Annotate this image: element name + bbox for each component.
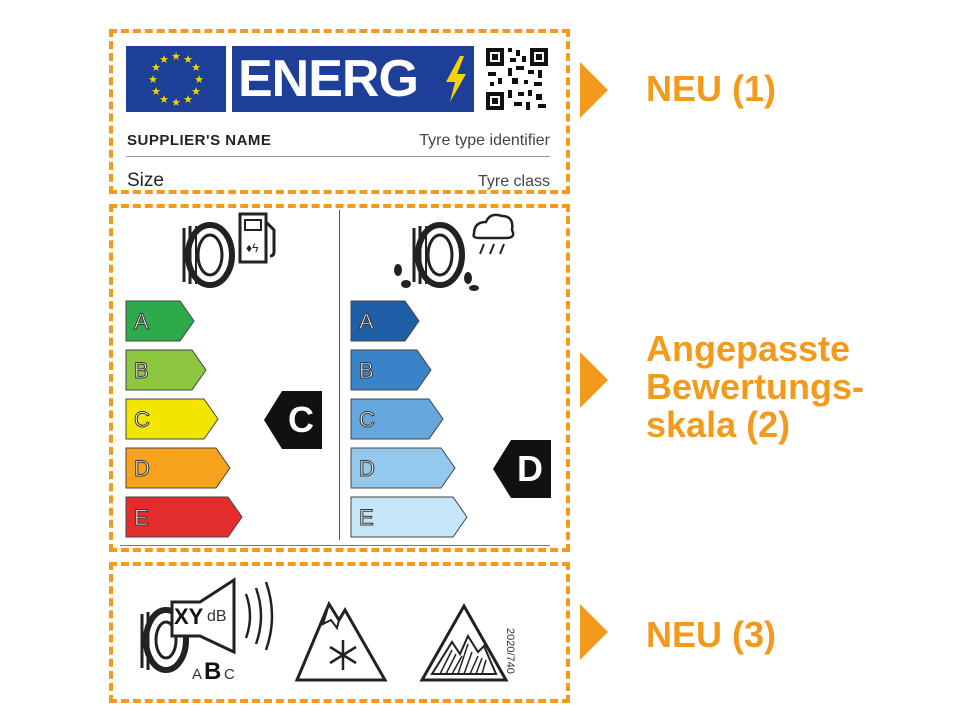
fuel-label-d: D xyxy=(134,456,150,481)
noise-value: XY xyxy=(174,604,204,629)
svg-text:♦ϟ: ♦ϟ xyxy=(246,241,259,255)
svg-text:★: ★ xyxy=(183,94,193,106)
wet-label-a: A xyxy=(359,309,374,334)
svg-text:★: ★ xyxy=(171,97,181,109)
rain-cloud-icon xyxy=(472,213,515,255)
fuel-label-a: A xyxy=(134,309,149,334)
sound-waves-icon xyxy=(244,581,274,651)
water-splash-icon xyxy=(394,264,479,291)
fuel-class-a: A xyxy=(125,300,195,342)
svg-text:★: ★ xyxy=(159,94,169,106)
fuel-bar-d xyxy=(125,447,231,489)
snowflake-icon xyxy=(329,640,357,670)
callout-scale-line1: Angepasste xyxy=(646,328,851,369)
energy-logo: ENERG xyxy=(232,46,474,112)
noise-class-b: B xyxy=(204,658,222,685)
fuel-rating-letter: C xyxy=(288,399,314,440)
svg-text:★: ★ xyxy=(151,62,161,74)
wet-label-c: C xyxy=(359,407,375,432)
wet-bar-a xyxy=(350,300,420,342)
wet-class-d: D xyxy=(350,447,456,489)
fuel-rating-marker: C xyxy=(264,391,322,449)
speaker-icon xyxy=(170,577,236,655)
svg-text:★: ★ xyxy=(159,54,169,66)
callout-arrow-new3 xyxy=(580,604,608,660)
wet-class-e: E xyxy=(350,496,468,538)
fuel-label-e: E xyxy=(134,505,149,530)
header-divider xyxy=(126,156,550,157)
wet-rating-marker: D xyxy=(493,440,551,498)
scales-bottom-line xyxy=(120,545,550,546)
svg-text:★: ★ xyxy=(191,86,201,98)
callout-arrow-new1 xyxy=(580,62,608,118)
tyre-type-identifier: Tyre type identifier xyxy=(419,132,550,149)
noise-icon xyxy=(140,577,274,673)
fuel-bar-e xyxy=(125,496,243,538)
svg-text:★: ★ xyxy=(151,86,161,98)
regulation-number: 2020/740 xyxy=(504,628,516,674)
callout-new1: NEU (1) xyxy=(646,68,777,109)
wet-bar-b xyxy=(350,349,432,391)
wet-label-d: D xyxy=(359,456,375,481)
pictograms-section-frame xyxy=(109,562,570,703)
noise-unit: dB xyxy=(207,608,227,625)
fuel-efficiency-icon: ♦ϟ xyxy=(182,212,276,288)
qr-code-icon xyxy=(484,46,550,112)
callout-new3: NEU (3) xyxy=(646,614,777,655)
size-label: Size xyxy=(127,170,164,191)
svg-text:★: ★ xyxy=(194,74,204,86)
noise-class-c: C xyxy=(224,666,235,683)
fuel-class-b: B xyxy=(125,349,207,391)
wet-rating-letter: D xyxy=(517,448,543,489)
wet-class-a: A xyxy=(350,300,420,342)
eu-flag-icon: ★★★ ★★★ ★★★ ★★★ xyxy=(126,46,226,112)
wet-label-e: E xyxy=(359,505,374,530)
noise-class-a: A xyxy=(192,666,203,683)
supplier-name: SUPPLIER'S NAME xyxy=(127,132,272,149)
svg-text:★: ★ xyxy=(183,54,193,66)
wet-class-c: C xyxy=(350,398,444,440)
fuel-class-e: E xyxy=(125,496,243,538)
tyre-icon xyxy=(140,607,189,673)
svg-text:★: ★ xyxy=(148,74,158,86)
wet-bar-e xyxy=(350,496,468,538)
svg-text:★: ★ xyxy=(191,62,201,74)
wet-label-b: B xyxy=(359,358,374,383)
fuel-bar-c xyxy=(125,398,219,440)
wet-grip-icon xyxy=(394,213,515,291)
fuel-bar-a xyxy=(125,300,195,342)
lightning-icon xyxy=(446,56,466,102)
ice-grip-icon xyxy=(419,602,509,682)
scales-center-divider xyxy=(339,210,340,540)
fuel-label-b: B xyxy=(134,358,149,383)
callout-scale-line2: Bewertungs- xyxy=(646,366,865,407)
fuel-class-c: C xyxy=(125,398,219,440)
fuel-pump-icon: ♦ϟ xyxy=(238,212,276,264)
svg-text:★: ★ xyxy=(171,51,181,63)
energy-logo-text: ENERG xyxy=(238,50,419,108)
snow-mountain-icon xyxy=(294,600,388,682)
fuel-class-d: D xyxy=(125,447,231,489)
callout-arrow-scale xyxy=(580,352,608,408)
wet-bar-d xyxy=(350,447,456,489)
tyre-icon xyxy=(412,222,465,288)
scales-section-frame xyxy=(109,204,570,552)
tyre-icon xyxy=(182,222,235,288)
header-section-frame xyxy=(109,29,570,194)
fuel-label-c: C xyxy=(134,407,150,432)
tyre-class-label: Tyre class xyxy=(477,173,550,190)
fuel-bar-b xyxy=(125,349,207,391)
wet-bar-c xyxy=(350,398,444,440)
callout-scale-line3: skala (2) xyxy=(646,404,791,445)
wet-class-b: B xyxy=(350,349,432,391)
